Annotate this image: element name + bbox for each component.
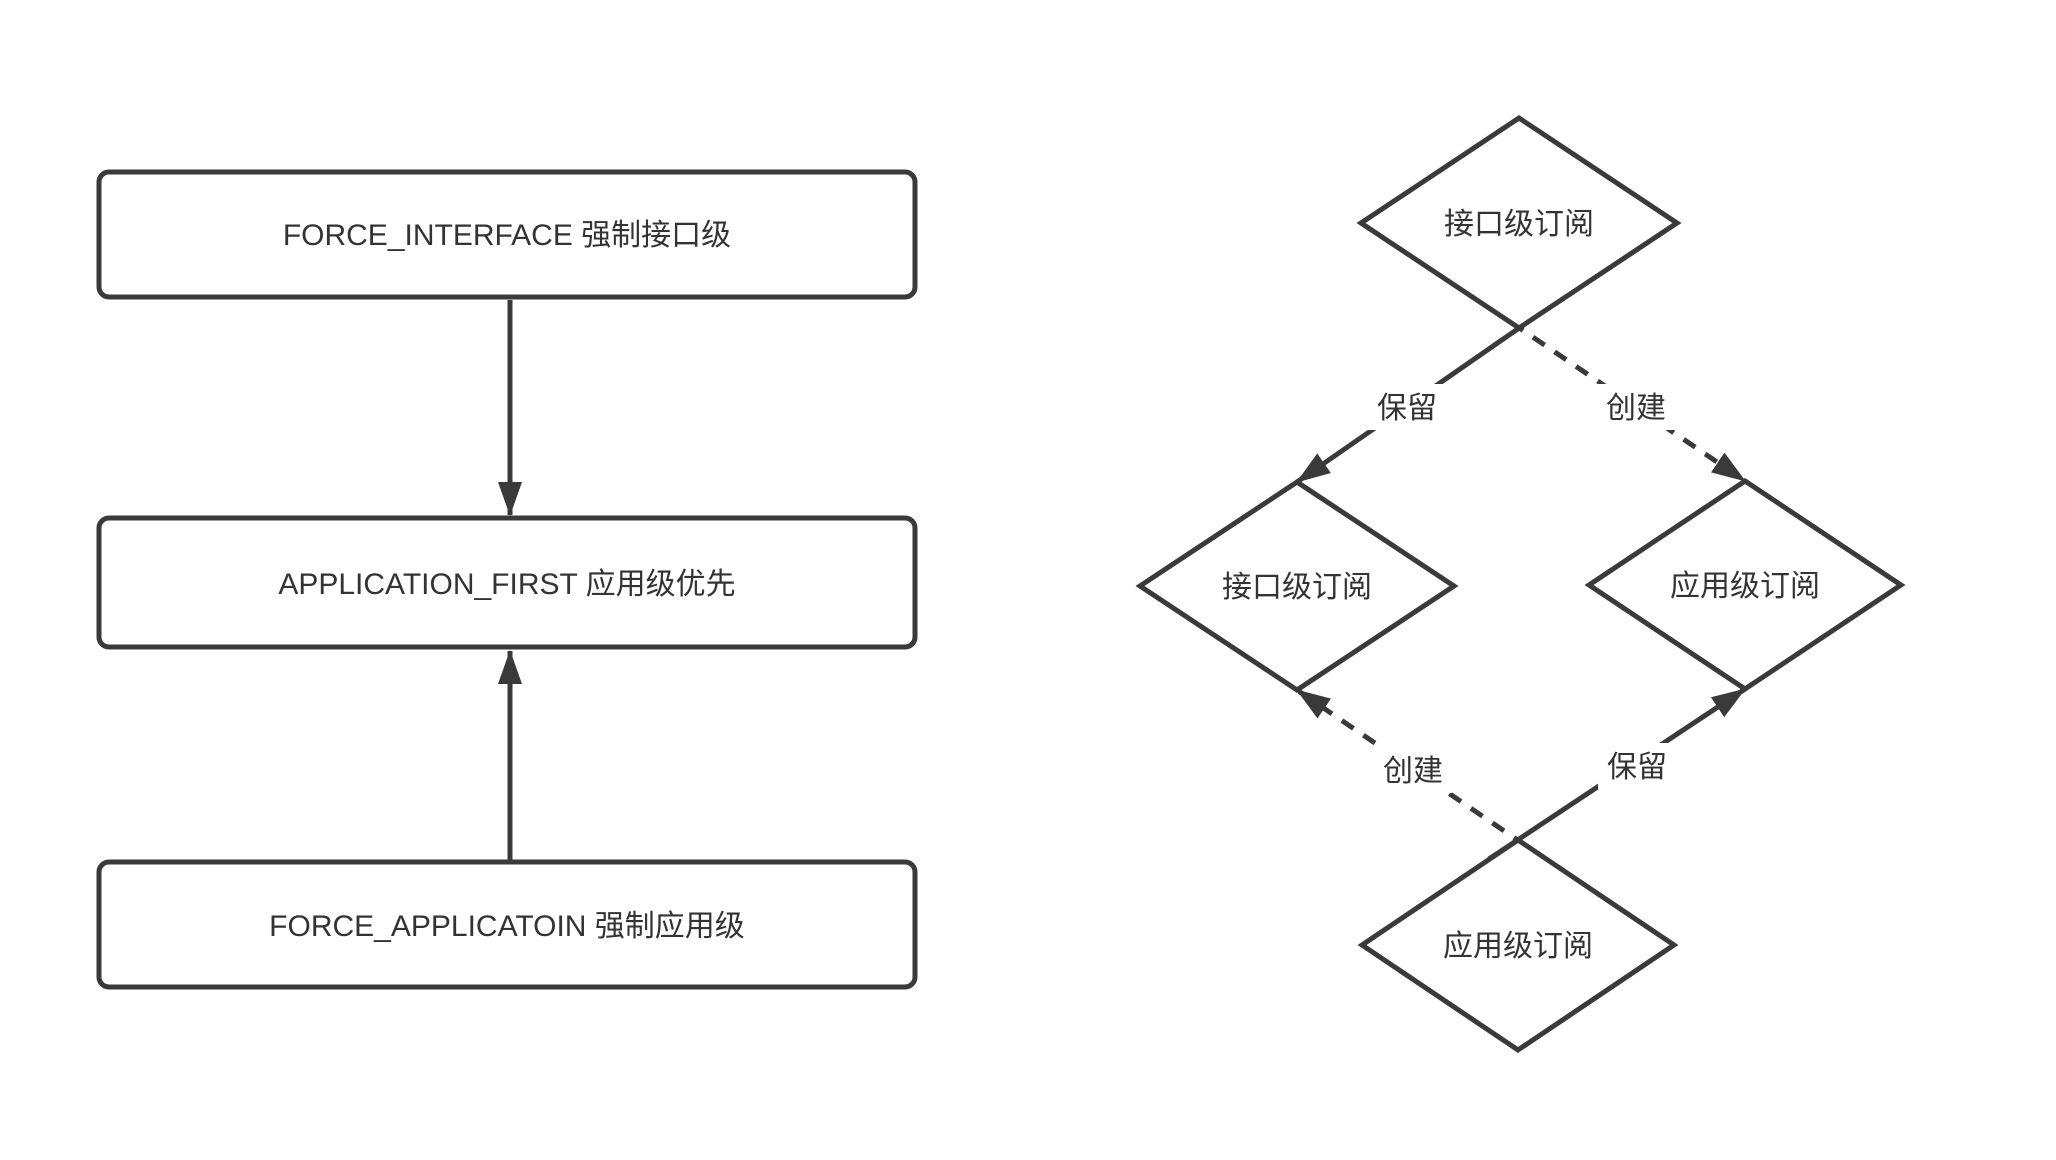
edge-label-create: 创建 [1383, 755, 1443, 788]
flow-node-force-application [96, 859, 918, 990]
edge-label-backplate [1598, 743, 1676, 789]
flow-node-label: APPLICATION_FIRST 应用级优先 [278, 568, 735, 601]
flow-node-label: FORCE_INTERFACE 强制接口级 [283, 219, 731, 252]
edge-label-keep: 保留 [1607, 751, 1667, 784]
diamond-top-interface-subscription [1356, 114, 1682, 332]
diagram-text: FORCE_INTERFACE 强制接口级 APPLICATION_FIRST … [269, 208, 1820, 963]
edge-label-keep: 保留 [1377, 392, 1437, 425]
diagram-shapes [96, 114, 1906, 1054]
diamond-label: 接口级订阅 [1222, 571, 1372, 604]
diamond-midright-application-subscription [1584, 477, 1906, 693]
flow-node-force-interface [96, 169, 918, 300]
edge-label-backplate [1597, 384, 1675, 430]
edge-label-backplate [1368, 384, 1446, 430]
diamond-midleft-interface-subscription [1135, 479, 1459, 693]
edge-label-backplate [1374, 747, 1452, 793]
edge-label-create: 创建 [1606, 392, 1666, 425]
flow-node-application-first [96, 515, 918, 650]
diamond-label: 接口级订阅 [1444, 208, 1594, 241]
flow-node-label: FORCE_APPLICATOIN 强制应用级 [269, 910, 745, 943]
diamond-label: 应用级订阅 [1443, 930, 1593, 963]
diamond-label: 应用级订阅 [1670, 570, 1820, 603]
diamond-bottom-application-subscription [1357, 836, 1679, 1054]
